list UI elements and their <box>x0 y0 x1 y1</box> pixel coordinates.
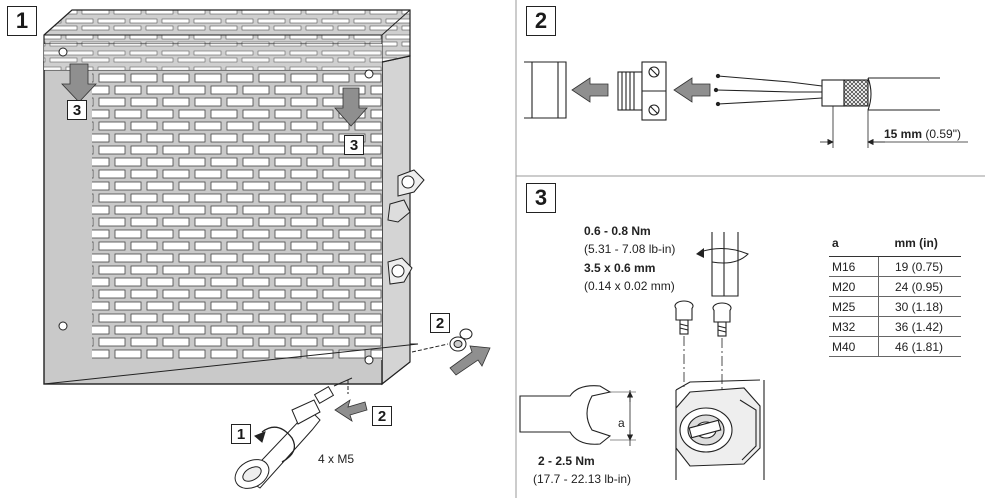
substep-2-screw-badge: 2 <box>372 406 392 426</box>
substep-3-left-badge: 3 <box>67 100 87 120</box>
blade-size-mm: 3.5 x 0.6 mm <box>584 261 656 275</box>
table-cell-size: M40 <box>829 336 879 357</box>
step-2-badge: 2 <box>526 6 556 36</box>
tightening-drawing <box>519 232 765 480</box>
table-cell-size: M25 <box>829 296 879 317</box>
table-cell-value: 30 (1.18) <box>878 296 961 317</box>
nut-torque-nm: 2 - 2.5 Nm <box>538 454 595 468</box>
substep-2-gland-badge: 2 <box>430 313 450 333</box>
table-cell-value: 24 (0.95) <box>878 276 961 297</box>
substep-1-key-badge: 1 <box>231 424 251 444</box>
strip-length-mm: 15 mm <box>884 127 923 141</box>
table-cell-value: 36 (1.42) <box>878 316 961 337</box>
step-3-badge: 3 <box>526 183 556 213</box>
substep-3-right-badge: 3 <box>344 135 364 155</box>
table-header-row: a mm (in) <box>829 230 961 257</box>
table-cell-size: M20 <box>829 276 879 297</box>
gland-parts-drawing <box>411 328 491 376</box>
screw-and-key-drawing <box>234 377 368 489</box>
enclosure-drawing <box>43 9 425 386</box>
table-cell-size: M32 <box>829 316 879 337</box>
dimension-a-label: a <box>618 416 625 430</box>
screw-torque-nm: 0.6 - 0.8 Nm <box>584 224 651 238</box>
cable-gland-drawing <box>524 61 968 148</box>
screw-torque-lbin: (5.31 - 7.08 lb-in) <box>584 242 676 256</box>
nut-torque-lbin: (17.7 - 22.13 lb-in) <box>533 472 632 486</box>
table-cell-value: 19 (0.75) <box>878 256 961 277</box>
screws-label: 4 x M5 <box>318 452 355 466</box>
step-1-badge: 1 <box>7 6 37 36</box>
strip-length-label: 15 mm (0.59") <box>884 127 961 141</box>
table-cell-value: 46 (1.81) <box>878 336 961 357</box>
table-header-mm: mm (in) <box>878 230 961 257</box>
table-header-a: a <box>829 230 879 257</box>
table-cell-size: M16 <box>829 256 879 277</box>
strip-length-inch: (0.59") <box>922 127 961 141</box>
blade-size-inch: (0.14 x 0.02 mm) <box>584 279 675 293</box>
